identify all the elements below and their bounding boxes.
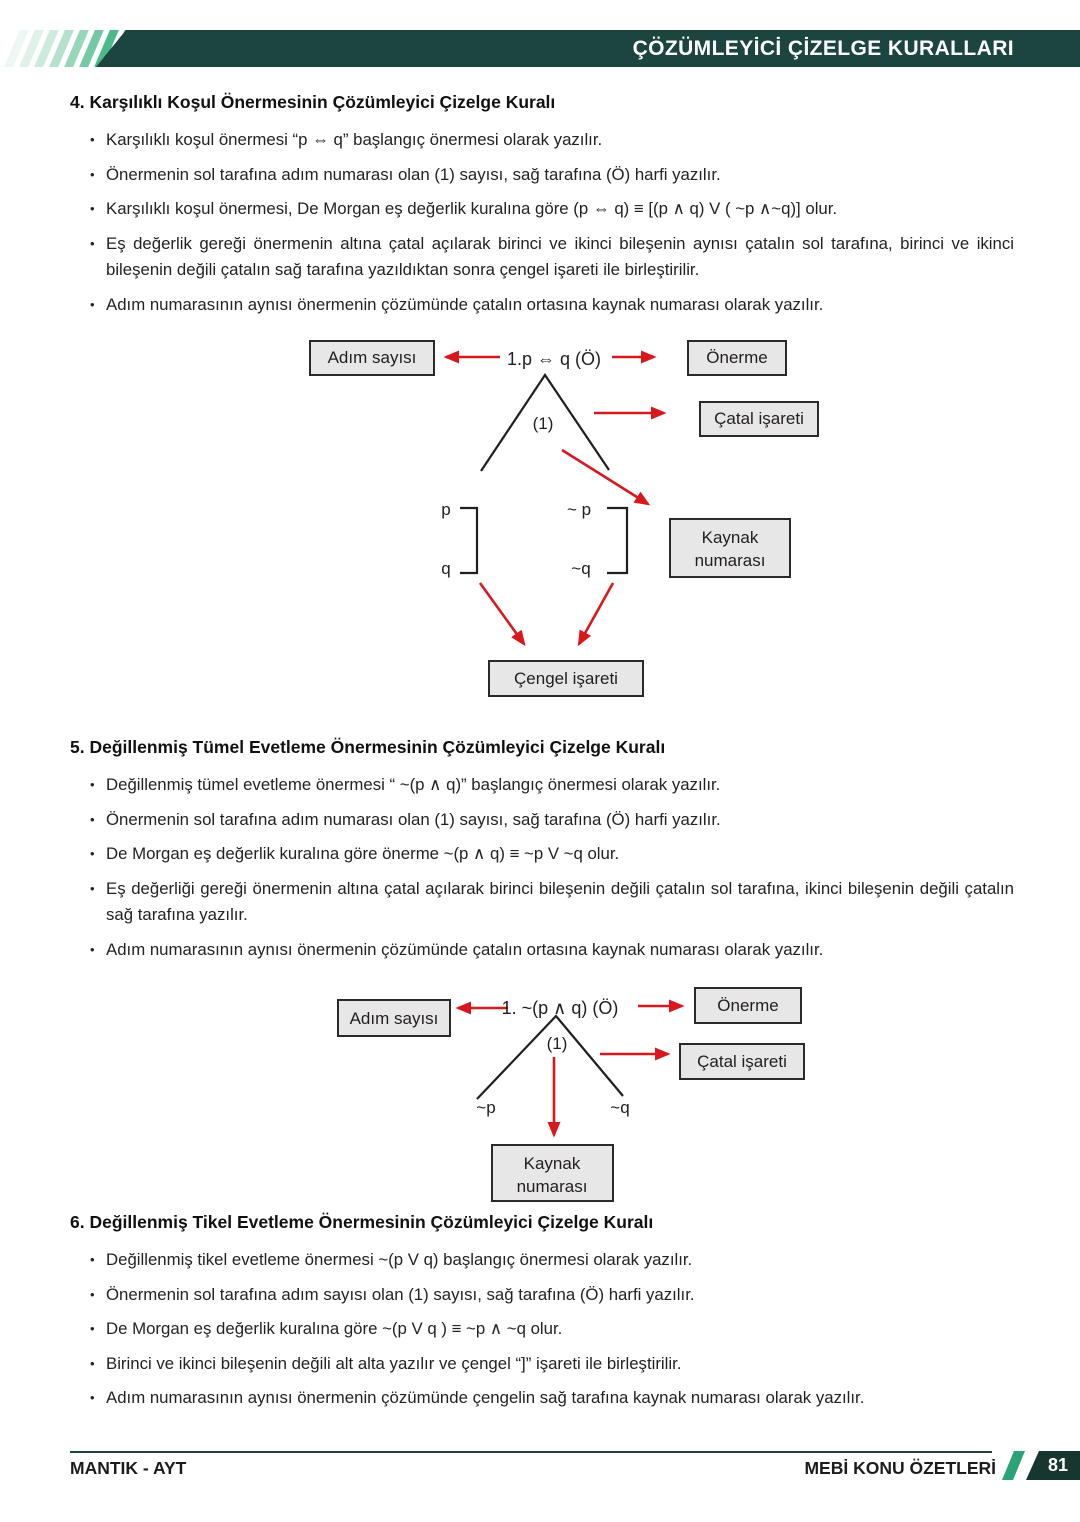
source-number-line2: numarası xyxy=(695,551,766,570)
fork-lines xyxy=(480,373,610,472)
bullet-item: Adım numarasının aynısı önermenin çözümü… xyxy=(90,292,1014,319)
start-proposition-formula: 1.p ⇔ q (Ö) xyxy=(507,349,601,369)
branch-q-label: q xyxy=(441,559,450,578)
section-4: 4. Karşılıklı Koşul Önermesinin Çözümley… xyxy=(70,92,1014,326)
section-5-heading: 5. Değillenmiş Tümel Evetleme Önermesini… xyxy=(70,737,666,757)
bullet-text: Birinci ve ikinci bileşenin değili alt a… xyxy=(106,1353,682,1373)
page-number: 81 xyxy=(1047,1455,1069,1475)
bullet-item: Önermenin sol tarafına adım numarası ola… xyxy=(90,807,1014,834)
step-count-label: Adım sayısı xyxy=(350,1009,439,1028)
bullet-item: Birinci ve ikinci bileşenin değili alt a… xyxy=(90,1351,1014,1378)
arrow-right-to-hook-sign xyxy=(577,582,615,647)
bullet-text: De Morgan eş değerlik kuralına göre öner… xyxy=(106,844,620,863)
bullet-item: Adım numarasının aynısı önermenin çözümü… xyxy=(90,937,1014,964)
negated-conjunction-rule-diagram: Adım sayısı 1. ~(p ∧ q) (Ö) Önerme (1) Ç… xyxy=(337,987,805,1202)
bullet-text: Önermenin sol tarafına adım sayısı olan … xyxy=(106,1284,695,1304)
bullet-item: Eş değerlik gereği önermenin altına çata… xyxy=(90,231,1014,284)
bullet-item: Eş değerliği gereği önermenin altına çat… xyxy=(90,876,1014,929)
footer-divider xyxy=(70,1451,992,1453)
biconditional-rule-diagram: Adım sayısı 1.p ⇔ q (Ö) Önerme (1) Çatal… xyxy=(309,340,819,697)
chapter-banner: ÇÖZÜMLEYİCİ ÇİZELGE KURALLARI xyxy=(96,30,1080,67)
bullet-item: Adım numarasının aynısı önermenin çözümü… xyxy=(90,1385,1014,1412)
left-hook-bracket xyxy=(460,506,479,575)
bullet-item: Önermenin sol tarafına adım sayısı olan … xyxy=(90,1282,1014,1309)
footer-series-label: MEBİ KONU ÖZETLERİ xyxy=(804,1458,996,1478)
section-6: 6. Değillenmiş Tikel Evetleme Önermesini… xyxy=(70,1212,1014,1420)
fork-sign-label: Çatal işareti xyxy=(697,1052,787,1071)
footer-course-label: MANTIK - AYT xyxy=(70,1458,187,1478)
bullet-item: De Morgan eş değerlik kuralına göre ~(p … xyxy=(90,1316,1014,1343)
fork-lines xyxy=(476,1014,624,1100)
section-5-bullets: Değillenmiş tümel evetleme önermesi “ ~(… xyxy=(70,772,1014,963)
bullet-text: Değillenmiş tümel evetleme önermesi “ ~(… xyxy=(106,775,721,794)
section-6-heading: 6. Değillenmiş Tikel Evetleme Önermesini… xyxy=(70,1212,654,1232)
arrow-left-to-hook-sign xyxy=(478,582,526,647)
hook-sign-box xyxy=(488,660,644,697)
bullet-item: Değillenmiş tümel evetleme önermesi “ ~(… xyxy=(90,772,1014,799)
chapter-title: ÇÖZÜMLEYİCİ ÇİZELGE KURALLARI xyxy=(632,36,1014,60)
section-6-bullets: Değillenmiş tikel evetleme önermesi ~(p … xyxy=(70,1247,1014,1412)
source-number-value: (1) xyxy=(533,414,554,433)
step-count-label: Adım sayısı xyxy=(328,348,417,367)
branch-not-q-label: ~q xyxy=(610,1098,629,1117)
source-number-box xyxy=(669,518,791,578)
bullet-text: Önermenin sol tarafına adım numarası ola… xyxy=(106,164,721,184)
fork-sign-box xyxy=(679,1043,805,1080)
source-number-line2: numarası xyxy=(517,1177,588,1196)
step-count-box xyxy=(337,999,451,1037)
fork-sign-label: Çatal işareti xyxy=(714,409,804,428)
source-number-box xyxy=(491,1144,614,1202)
bullet-text: Değillenmiş tikel evetleme önermesi ~(p … xyxy=(106,1250,693,1269)
branch-not-p-label: ~p xyxy=(476,1098,495,1117)
bullet-text: Adım numarasının aynısı önermenin çözümü… xyxy=(106,939,824,959)
section-5: 5. Değillenmiş Tümel Evetleme Önermesini… xyxy=(70,737,1014,971)
proposition-box xyxy=(694,987,802,1024)
bullet-item: Değillenmiş tikel evetleme önermesi ~(p … xyxy=(90,1247,1014,1274)
section-4-heading: 4. Karşılıklı Koşul Önermesinin Çözümley… xyxy=(70,92,556,112)
source-number-line1: Kaynak xyxy=(702,528,759,547)
arrow-to-source-number xyxy=(561,448,651,506)
bullet-text: Adım numarasının aynısı önermenin çözümü… xyxy=(106,294,824,314)
bullet-text: Karşılıklı koşul önermesi “p ⇔ q” başlan… xyxy=(106,130,603,149)
bullet-item: Karşılıklı koşul önermesi, De Morgan eş … xyxy=(90,196,1014,223)
hook-sign-label: Çengel işareti xyxy=(514,669,618,688)
bullet-text: Önermenin sol tarafına adım numarası ola… xyxy=(106,809,721,829)
section-4-bullets: Karşılıklı koşul önermesi “p ⇔ q” başlan… xyxy=(70,127,1014,318)
branch-p-label: p xyxy=(441,500,450,519)
branch-not-p-label: ~ p xyxy=(567,500,591,519)
fork-sign-box xyxy=(699,401,819,437)
source-number-line1: Kaynak xyxy=(524,1154,581,1173)
bullet-text: Adım numarasının aynısı önermenin çözümü… xyxy=(106,1388,865,1407)
right-hook-bracket xyxy=(607,506,629,575)
proposition-label: Önerme xyxy=(717,996,778,1015)
branch-not-q-label: ~q xyxy=(571,559,590,578)
bullet-item: Önermenin sol tarafına adım numarası ola… xyxy=(90,162,1014,189)
bullet-text: Karşılıklı koşul önermesi, De Morgan eş … xyxy=(106,199,838,218)
bullet-item: Karşılıklı koşul önermesi “p ⇔ q” başlan… xyxy=(90,127,1014,154)
bullet-text: Eş değerliği gereği önermenin altına çat… xyxy=(106,878,1014,925)
start-proposition-formula: 1. ~(p ∧ q) (Ö) xyxy=(502,998,619,1018)
bullet-item: De Morgan eş değerlik kuralına göre öner… xyxy=(90,841,1014,868)
page-number-badge: 81 xyxy=(1026,1451,1080,1480)
proposition-box xyxy=(687,340,787,376)
bullet-text: Eş değerlik gereği önermenin altına çata… xyxy=(106,233,1014,280)
source-number-value: (1) xyxy=(547,1034,568,1053)
bullet-text: De Morgan eş değerlik kuralına göre ~(p … xyxy=(106,1319,563,1338)
step-count-box xyxy=(309,340,435,376)
proposition-label: Önerme xyxy=(706,348,767,367)
